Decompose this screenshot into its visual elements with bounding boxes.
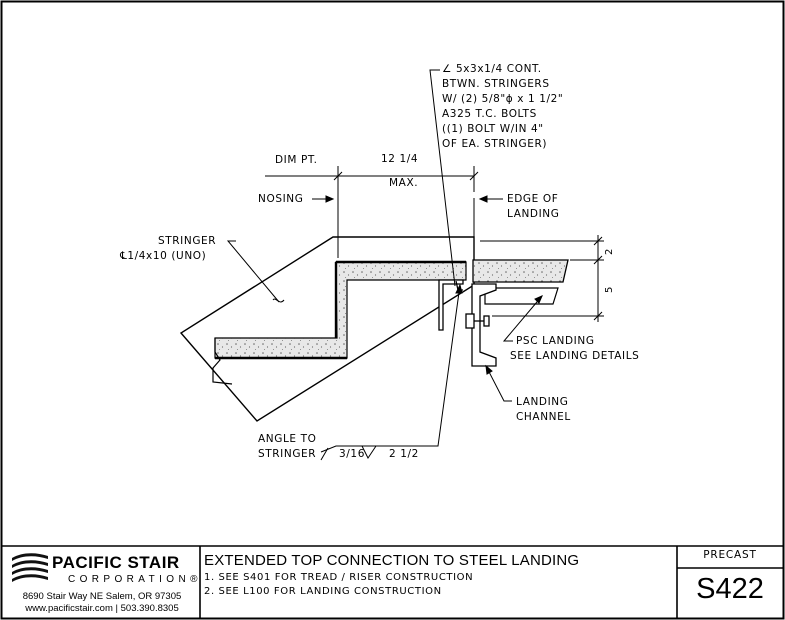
dim-top-label: 2: [603, 248, 615, 255]
nosing-label: NOSING: [258, 193, 304, 205]
psc-label-line-1: PSC LANDING: [516, 335, 595, 347]
sheet-number: S422: [696, 573, 764, 605]
stringer-label: STRINGER ℄1/4x10 (UNO): [120, 234, 217, 264]
company-address-block: 8690 Stair Way NE Salem, OR 97305 www.pa…: [8, 591, 196, 615]
weld-label: ANGLE TO STRINGER: [258, 432, 316, 462]
dim-max-label: MAX.: [389, 177, 419, 189]
edge-of-landing-label: EDGE OF LANDING: [507, 192, 560, 222]
angle-callout-line-1: ∠ 5x3x1/4 CONT.: [442, 63, 542, 75]
angle-callout-line-6: OF EA. STRINGER): [442, 138, 548, 150]
precast-tread: [212, 260, 467, 385]
channel-label-line-1: LANDING: [516, 396, 569, 408]
dim-pt-label: DIM PT.: [275, 154, 318, 166]
company-address: 8690 Stair Way NE Salem, OR 97305: [22, 591, 182, 602]
weld-size-label: 3/16: [339, 448, 365, 460]
angle-callout-line-4: A325 T.C. BOLTS: [442, 108, 537, 120]
sheet-category: PRECAST: [703, 549, 757, 561]
reference-lines: [265, 166, 604, 322]
edge-label-line-1: EDGE OF: [507, 193, 559, 205]
company-logo: [12, 553, 48, 582]
stringer-plate: [179, 236, 475, 422]
leader-lines: [226, 69, 543, 461]
stringer-label-line-2: ℄1/4x10 (UNO): [120, 250, 207, 262]
company-contact: www.pacificstair.com | 503.390.8305: [25, 603, 179, 614]
title-block-frame: [1, 545, 784, 619]
angle-callout-line-3: W/ (2) 5/8"ɸ x 1 1/2": [442, 93, 564, 105]
landing-channel: [465, 283, 497, 367]
psc-landing-label: PSC LANDING SEE LANDING DETAILS: [510, 334, 639, 364]
landing-slab: [472, 259, 569, 305]
company-name: PACIFIC STAIR: [52, 553, 180, 572]
angle-callout: ∠ 5x3x1/4 CONT. BTWN. STRINGERS W/ (2) 5…: [442, 62, 563, 152]
sheet-note-1: 1. SEE S401 FOR TREAD / RISER CONSTRUCTI…: [204, 572, 474, 583]
sheet-note-2: 2. SEE L100 FOR LANDING CONSTRUCTION: [204, 586, 442, 597]
sheet-title: EXTENDED TOP CONNECTION TO STEEL LANDING: [204, 552, 580, 569]
weld-label-line-1: ANGLE TO: [258, 433, 317, 445]
angle-callout-line-2: BTWN. STRINGERS: [442, 78, 550, 90]
dim-side-label: 5: [603, 286, 615, 293]
psc-label-line-2: SEE LANDING DETAILS: [510, 350, 640, 362]
edge-label-line-2: LANDING: [507, 208, 560, 220]
channel-label-line-2: CHANNEL: [516, 411, 571, 423]
weld-length-label: 2 1/2: [389, 448, 419, 460]
stringer-label-line-1: STRINGER: [158, 235, 217, 247]
company-corporation: CORPORATION®: [68, 574, 202, 585]
weld-label-line-2: STRINGER: [258, 448, 317, 460]
angle-callout-line-5: ((1) BOLT W/IN 4": [442, 123, 544, 135]
dim-value-label: 12 1/4: [381, 153, 419, 165]
landing-channel-label: LANDING CHANNEL: [516, 395, 571, 425]
